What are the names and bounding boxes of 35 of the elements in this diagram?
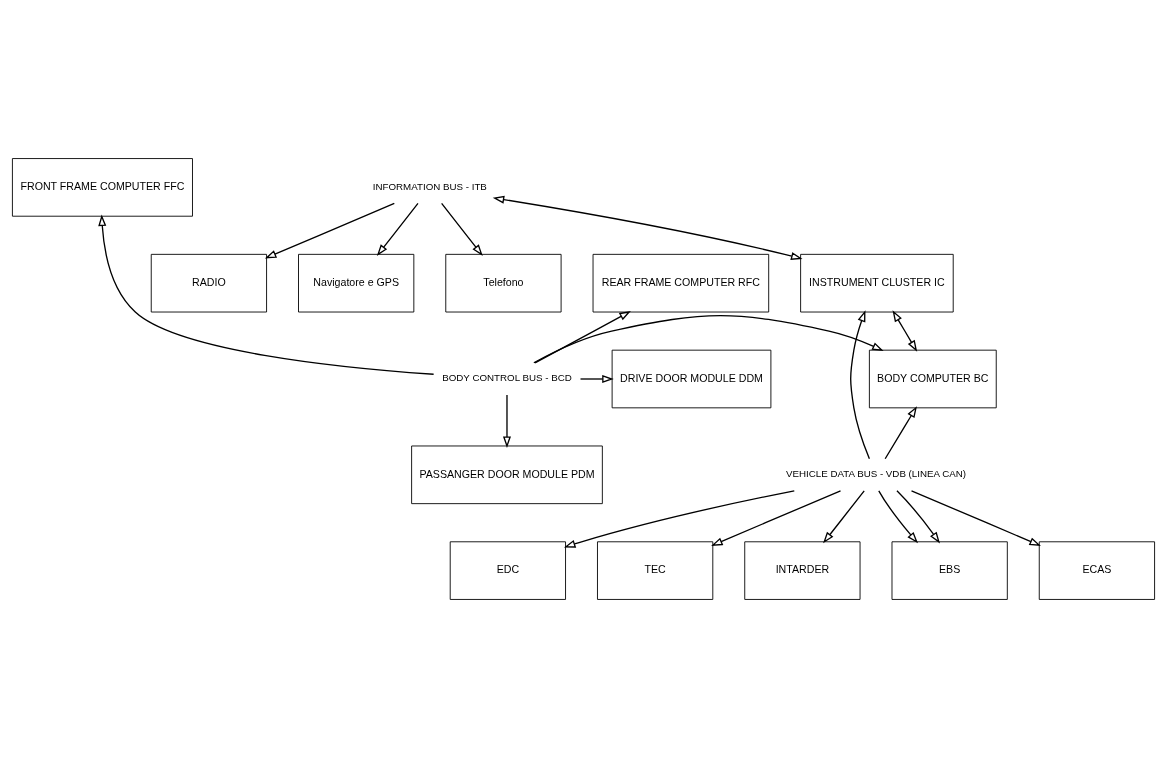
- node-box: RADIO: [150, 253, 267, 313]
- arrow: [884, 406, 917, 460]
- arrow: [896, 490, 940, 544]
- node-box: TEC: [597, 541, 714, 600]
- node-box: REAR FRAME COMPUTER RFC: [592, 253, 770, 313]
- node-box: Telefono: [445, 253, 562, 313]
- arrow: [98, 214, 435, 375]
- arrow: [910, 490, 1041, 546]
- node-text: VEHICLE DATA BUS - VDB (LINEA CAN): [786, 468, 967, 480]
- arrow: [850, 310, 871, 460]
- node-box: INSTRUMENT CLUSTER IC: [800, 253, 954, 313]
- node-box: EDC: [449, 541, 566, 600]
- arrow: [492, 195, 803, 260]
- arrow: [264, 202, 395, 259]
- arrow: [579, 374, 614, 384]
- node-box: PASSANGER DOOR MODULE PDM: [411, 445, 603, 505]
- node-box: DRIVE DOOR MODULE DDM: [611, 349, 772, 409]
- node-box: BODY COMPUTER BC: [868, 349, 997, 409]
- node-text: BODY CONTROL BUS - BCD: [442, 372, 572, 384]
- arrow: [711, 490, 842, 546]
- node-box: ECAS: [1038, 541, 1156, 600]
- arrow: [502, 394, 512, 448]
- node-box: EBS: [891, 541, 1008, 600]
- arrow: [892, 310, 918, 352]
- arrow: [564, 490, 795, 548]
- arrow: [376, 202, 419, 256]
- arrow: [878, 490, 919, 544]
- node-text: INFORMATION BUS - ITB: [372, 180, 487, 192]
- arrow: [533, 314, 884, 364]
- arrow: [534, 311, 631, 364]
- node-box: INTARDER: [744, 541, 861, 600]
- node-box: FRONT FRAME COMPUTER FFC: [11, 158, 193, 217]
- arrow: [823, 490, 865, 544]
- node-box: Navigatore e GPS: [298, 253, 415, 313]
- arrow: [440, 202, 483, 256]
